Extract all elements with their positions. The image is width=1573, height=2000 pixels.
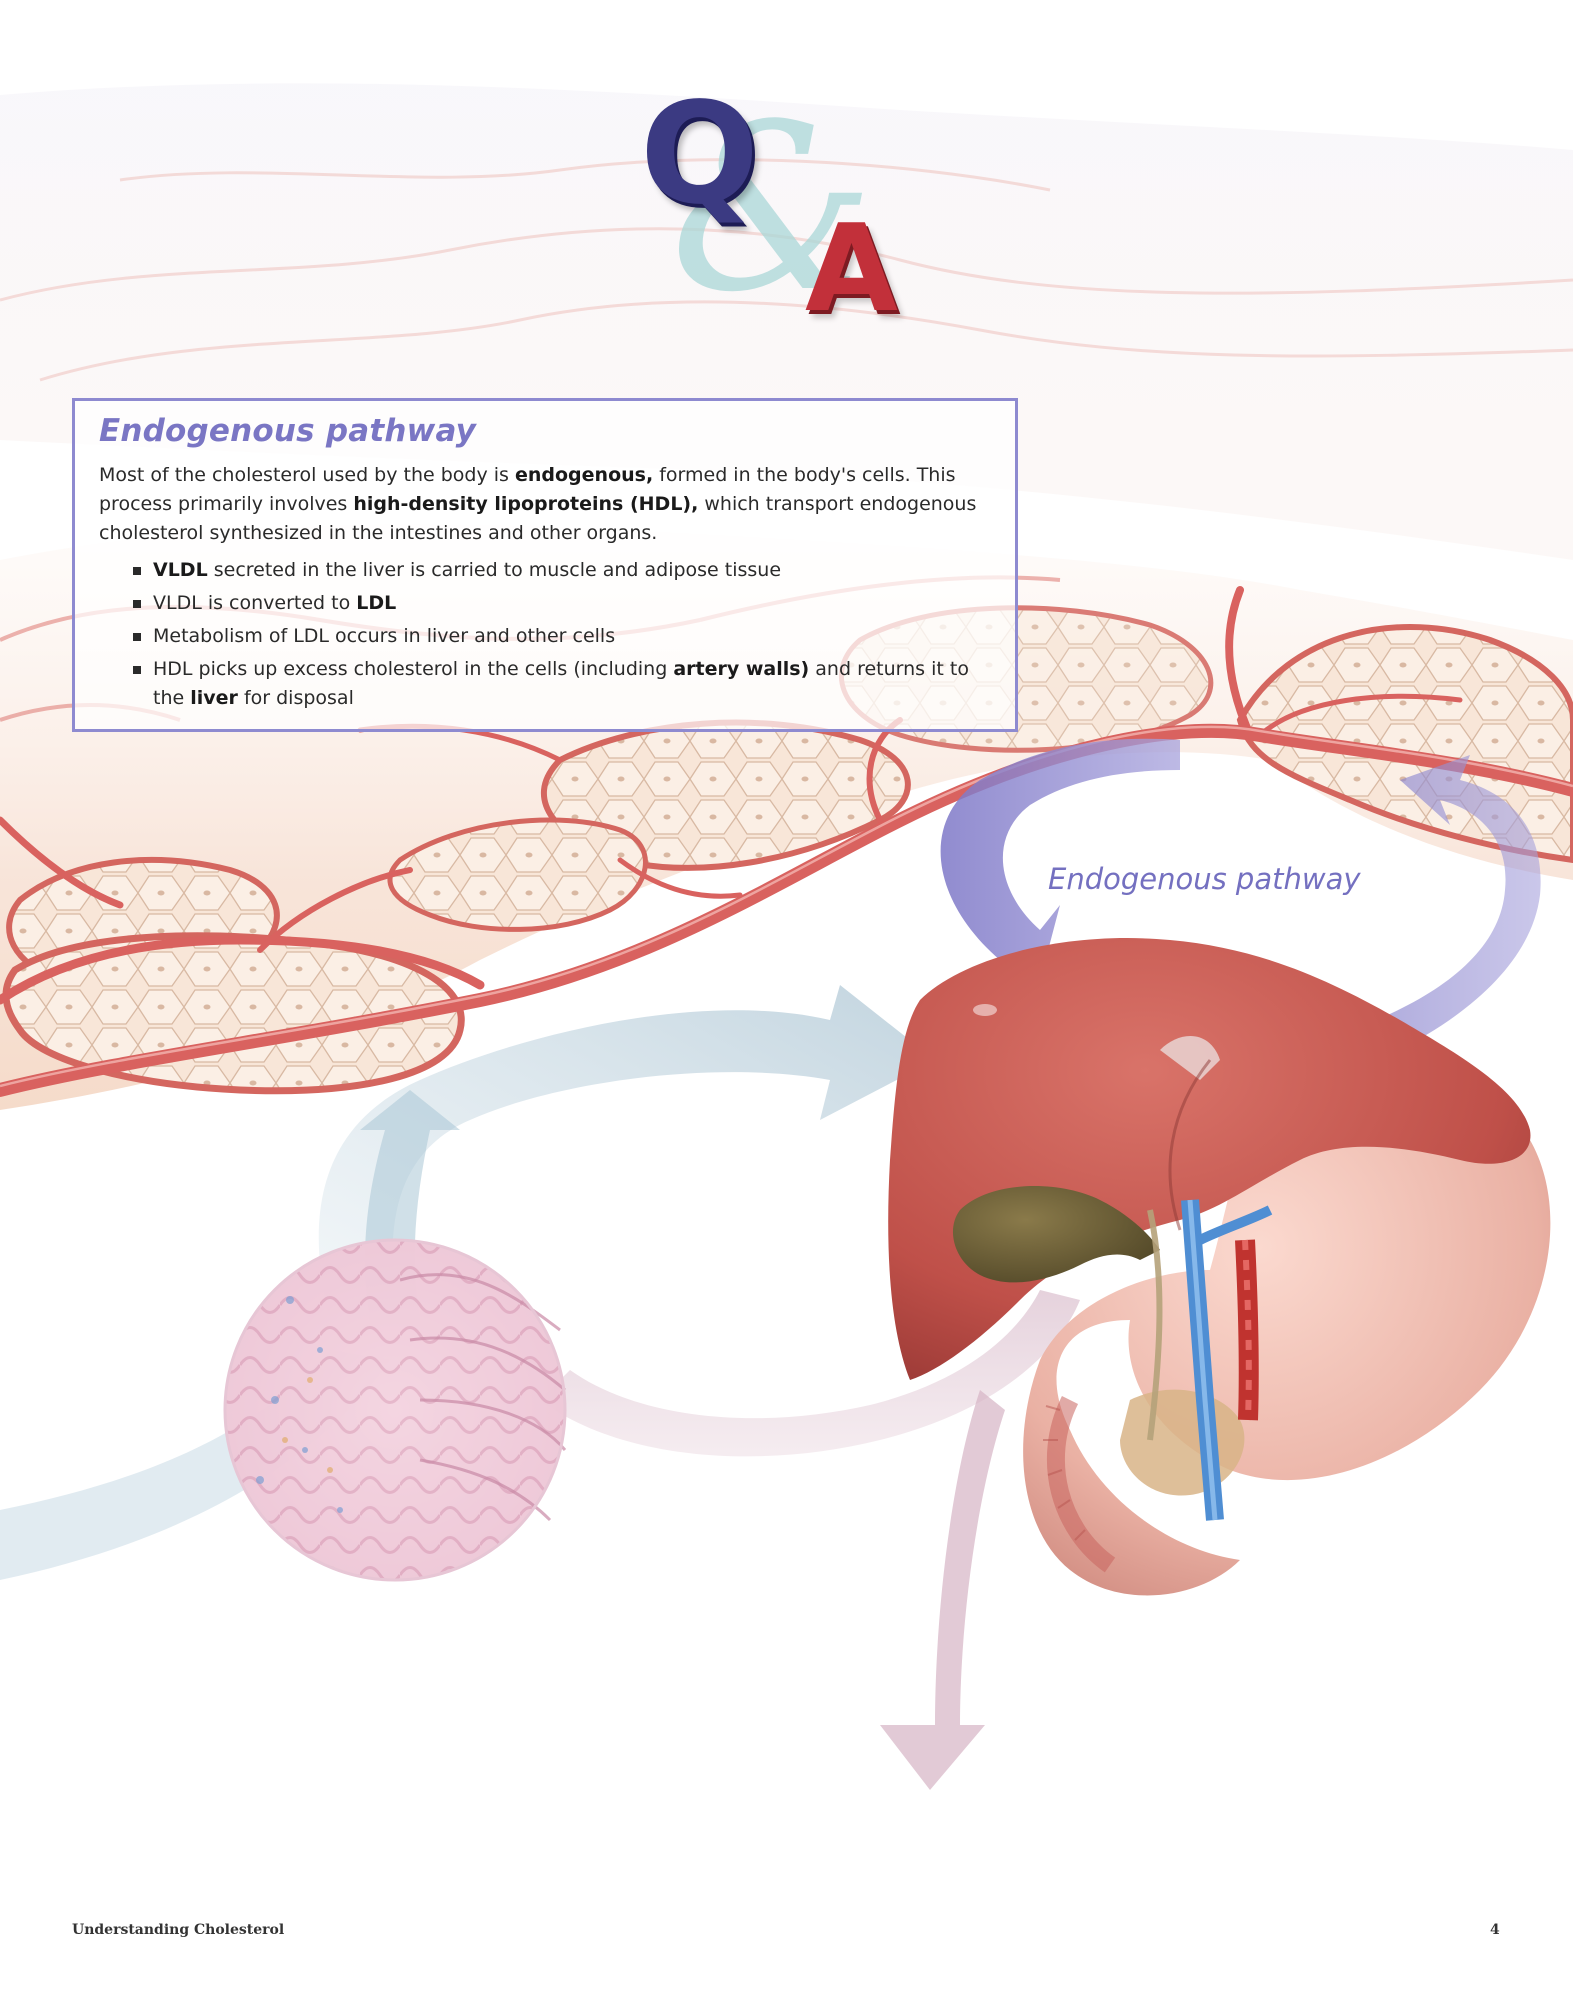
page-number: 4: [1490, 1922, 1500, 1938]
qa-logo-ampersand: &: [670, 76, 875, 343]
intro-bold-endogenous: endogenous,: [514, 464, 654, 486]
diagram-pathway-label: Endogenous pathway: [1048, 862, 1361, 896]
square-bullet-icon: [133, 567, 141, 575]
bullet-list: VLDL secreted in the liver is carried to…: [99, 556, 991, 713]
bullet-2-text: VLDL is converted to: [153, 592, 357, 614]
bullet-4-bold-liver: liver: [190, 687, 238, 709]
bullet-4-bold-artery: artery walls): [673, 658, 810, 680]
square-bullet-icon: [133, 633, 141, 641]
bullet-2-bold: LDL: [356, 592, 397, 614]
list-item: VLDL is converted to LDL: [133, 589, 991, 618]
qa-logo: & Q A: [630, 85, 930, 335]
qa-logo-a: A: [805, 200, 898, 339]
bullet-4-text-2: and returns it to the: [153, 658, 969, 709]
square-bullet-icon: [133, 600, 141, 608]
intro-text-3: which transport endogenous cholesterol s…: [99, 493, 977, 544]
endogenous-pathway-box: Endogenous pathway Most of the cholester…: [72, 398, 1018, 732]
intro-bold-hdl: high-density lipoproteins (HDL),: [353, 493, 699, 515]
list-item: Metabolism of LDL occurs in liver and ot…: [133, 622, 991, 651]
square-bullet-icon: [133, 666, 141, 674]
box-title: Endogenous pathway: [99, 413, 477, 449]
box-intro: Most of the cholesterol used by the body…: [99, 461, 991, 548]
list-item: VLDL secreted in the liver is carried to…: [133, 556, 991, 585]
qa-logo-q: Q: [640, 73, 760, 236]
intro-text-2: formed in the body's cells. This process…: [99, 464, 956, 515]
list-item: HDL picks up excess cholesterol in the c…: [133, 655, 991, 713]
bullet-4-text-3: for disposal: [237, 687, 354, 709]
bullet-1-bold: VLDL: [153, 559, 208, 581]
bullet-4-text-1: HDL picks up excess cholesterol in the c…: [153, 658, 674, 680]
bullet-3-text: Metabolism of LDL occurs in liver and ot…: [153, 625, 616, 647]
footer-title: Understanding Cholesterol: [72, 1922, 285, 1938]
intro-text-1: Most of the cholesterol used by the body…: [99, 464, 515, 486]
bullet-1-text: secreted in the liver is carried to musc…: [207, 559, 782, 581]
